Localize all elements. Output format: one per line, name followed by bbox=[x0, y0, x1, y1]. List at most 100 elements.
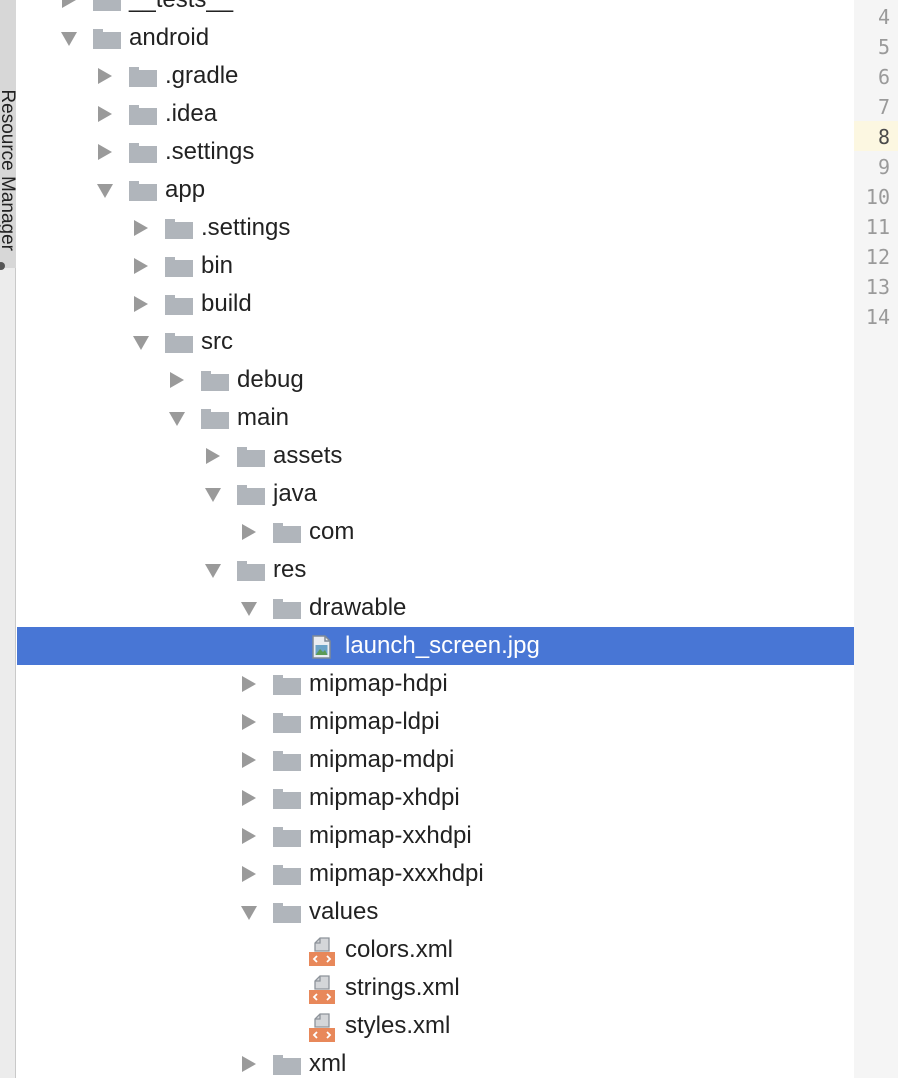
tree-file-row[interactable]: strings.xml bbox=[17, 969, 854, 1007]
folder-icon bbox=[273, 903, 301, 923]
expand-arrow-icon[interactable] bbox=[242, 828, 256, 844]
tree-item-label: styles.xml bbox=[345, 1012, 451, 1039]
xml-file-icon bbox=[307, 975, 335, 1004]
tree-file-row[interactable]: styles.xml bbox=[17, 1007, 854, 1045]
tree-folder-row[interactable]: drawable bbox=[17, 589, 854, 627]
tree-folder-row[interactable]: .settings bbox=[17, 133, 854, 171]
expand-arrow-icon[interactable] bbox=[242, 524, 256, 540]
folder-icon bbox=[165, 219, 193, 239]
tree-item-label: android bbox=[129, 24, 210, 51]
tree-file-row[interactable]: colors.xml bbox=[17, 931, 854, 969]
tree-folder-row[interactable]: xml bbox=[17, 1045, 854, 1078]
xml-file-icon bbox=[307, 1013, 335, 1042]
tree-folder-row[interactable]: android bbox=[17, 19, 854, 57]
folder-icon bbox=[165, 295, 193, 315]
expand-arrow-icon[interactable] bbox=[242, 1056, 256, 1072]
tree-item-label: src bbox=[201, 328, 233, 355]
collapse-arrow-icon[interactable] bbox=[61, 32, 77, 46]
expand-arrow-icon[interactable] bbox=[242, 676, 256, 692]
tree-item-label: launch_screen.jpg bbox=[345, 632, 540, 659]
tree-item-label: colors.xml bbox=[345, 936, 454, 963]
collapse-arrow-icon[interactable] bbox=[133, 336, 149, 350]
project-tree[interactable]: __tests__android.gradle.idea.settingsapp… bbox=[17, 0, 854, 1078]
folder-icon bbox=[129, 105, 157, 125]
line-number: 11 bbox=[865, 215, 890, 239]
tree-folder-row[interactable]: __tests__ bbox=[17, 0, 854, 19]
expand-arrow-icon[interactable] bbox=[242, 790, 256, 806]
folder-icon bbox=[93, 29, 121, 49]
tree-folder-row[interactable]: .settings bbox=[17, 209, 854, 247]
tree-folder-row[interactable]: .idea bbox=[17, 95, 854, 133]
line-number: 8 bbox=[877, 125, 890, 149]
collapse-arrow-icon[interactable] bbox=[241, 602, 257, 616]
line-number: 10 bbox=[865, 185, 890, 209]
tree-item-label: .settings bbox=[165, 138, 255, 165]
tree-item-label: bin bbox=[201, 252, 234, 279]
expand-arrow-icon[interactable] bbox=[170, 372, 184, 388]
tree-folder-row[interactable]: src bbox=[17, 323, 854, 361]
collapse-arrow-icon[interactable] bbox=[97, 184, 113, 198]
line-number: 4 bbox=[877, 5, 890, 29]
tree-item-label: mipmap-xhdpi bbox=[309, 784, 460, 811]
tree-folder-row[interactable]: debug bbox=[17, 361, 854, 399]
tree-folder-row[interactable]: build bbox=[17, 285, 854, 323]
left-tool-strip: Resource Manager bbox=[0, 0, 18, 1078]
folder-icon bbox=[237, 447, 265, 467]
current-line-highlight bbox=[854, 121, 898, 151]
expand-arrow-icon[interactable] bbox=[98, 68, 112, 84]
folder-icon bbox=[273, 789, 301, 809]
expand-arrow-icon[interactable] bbox=[134, 258, 148, 274]
expand-arrow-icon[interactable] bbox=[242, 714, 256, 730]
tree-folder-row[interactable]: java bbox=[17, 475, 854, 513]
tree-item-label: .idea bbox=[165, 100, 218, 127]
collapse-arrow-icon[interactable] bbox=[205, 488, 221, 502]
tree-folder-row[interactable]: mipmap-ldpi bbox=[17, 703, 854, 741]
xml-file-icon bbox=[307, 937, 335, 966]
tree-folder-row[interactable]: mipmap-xxxhdpi bbox=[17, 855, 854, 893]
folder-icon bbox=[129, 143, 157, 163]
tree-folder-row[interactable]: mipmap-xxhdpi bbox=[17, 817, 854, 855]
tree-item-label: values bbox=[309, 898, 379, 925]
image-file-icon bbox=[307, 633, 335, 661]
folder-icon bbox=[273, 865, 301, 885]
tree-item-label: main bbox=[237, 404, 290, 431]
tree-folder-row[interactable]: main bbox=[17, 399, 854, 437]
line-number: 12 bbox=[865, 245, 890, 269]
folder-icon bbox=[129, 67, 157, 87]
expand-arrow-icon[interactable] bbox=[242, 752, 256, 768]
collapse-arrow-icon[interactable] bbox=[205, 564, 221, 578]
expand-arrow-icon[interactable] bbox=[98, 106, 112, 122]
tree-folder-row[interactable]: assets bbox=[17, 437, 854, 475]
tree-item-label: debug bbox=[237, 366, 304, 393]
expand-arrow-icon[interactable] bbox=[98, 144, 112, 160]
tree-folder-row[interactable]: bin bbox=[17, 247, 854, 285]
line-number: 7 bbox=[877, 95, 890, 119]
line-number: 9 bbox=[877, 155, 890, 179]
expand-arrow-icon[interactable] bbox=[134, 296, 148, 312]
tree-item-label: .gradle bbox=[165, 62, 239, 89]
tree-file-row[interactable]: launch_screen.jpg bbox=[17, 627, 854, 665]
folder-icon bbox=[93, 0, 121, 11]
tree-folder-row[interactable]: mipmap-mdpi bbox=[17, 741, 854, 779]
folder-icon bbox=[237, 485, 265, 505]
resource-manager-tab[interactable]: Resource Manager bbox=[0, 0, 18, 268]
collapse-arrow-icon[interactable] bbox=[241, 906, 257, 920]
expand-arrow-icon[interactable] bbox=[62, 0, 76, 8]
folder-icon bbox=[237, 561, 265, 581]
folder-icon bbox=[165, 333, 193, 353]
tree-folder-row[interactable]: app bbox=[17, 171, 854, 209]
collapse-arrow-icon[interactable] bbox=[169, 412, 185, 426]
tree-folder-row[interactable]: mipmap-hdpi bbox=[17, 665, 854, 703]
resource-manager-tab-label: Resource Manager bbox=[0, 89, 18, 251]
tree-item-label: com bbox=[309, 518, 355, 545]
tree-folder-row[interactable]: res bbox=[17, 551, 854, 589]
folder-icon bbox=[273, 1055, 301, 1075]
tree-folder-row[interactable]: .gradle bbox=[17, 57, 854, 95]
expand-arrow-icon[interactable] bbox=[242, 866, 256, 882]
tree-folder-row[interactable]: com bbox=[17, 513, 854, 551]
expand-arrow-icon[interactable] bbox=[134, 220, 148, 236]
tree-folder-row[interactable]: mipmap-xhdpi bbox=[17, 779, 854, 817]
expand-arrow-icon[interactable] bbox=[206, 448, 220, 464]
tree-folder-row[interactable]: values bbox=[17, 893, 854, 931]
